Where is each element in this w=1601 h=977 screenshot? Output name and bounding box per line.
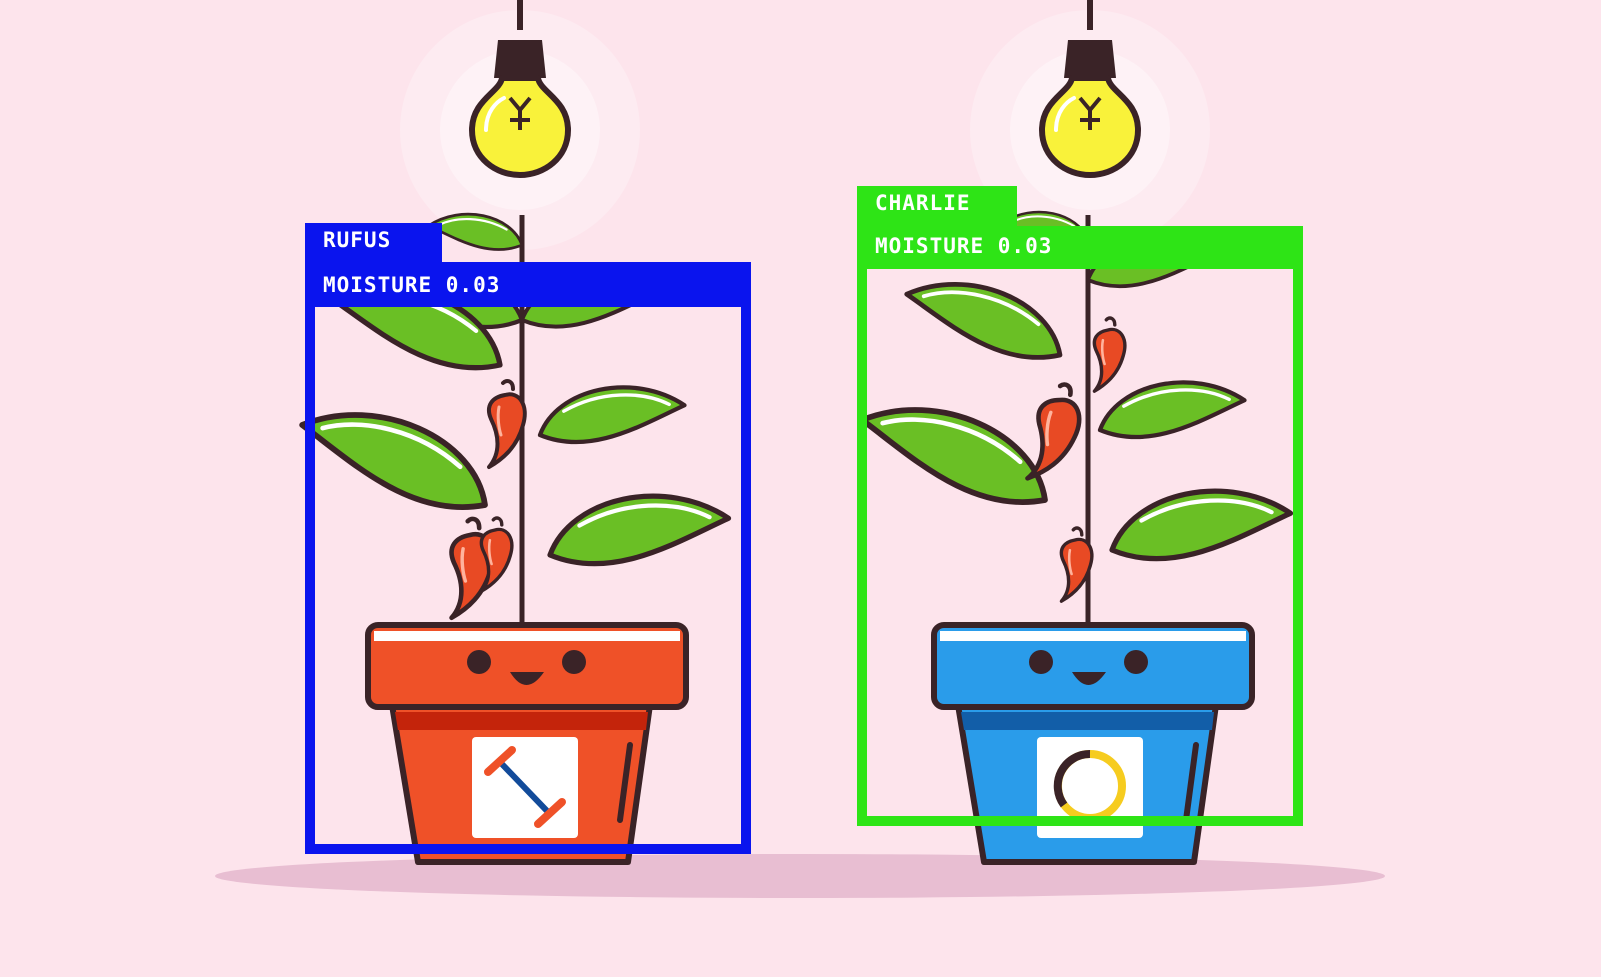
- plant-charlie-foliage: [852, 210, 1291, 625]
- dumbbell-icon: [472, 737, 578, 838]
- plant-name-label: RUFUS: [305, 223, 442, 263]
- light-bulb-icon: [400, 0, 640, 250]
- moisture-label: MOISTURE 0.03: [857, 226, 1303, 269]
- pot-rufus: [365, 622, 689, 865]
- ring-icon: [1037, 737, 1143, 838]
- detection-box-charlie: [857, 226, 1303, 826]
- floor-shadow: [215, 854, 1385, 898]
- plant-name-label: CHARLIE: [857, 186, 1017, 228]
- detection-box-rufus: [305, 262, 751, 854]
- moisture-label: MOISTURE 0.03: [305, 262, 751, 307]
